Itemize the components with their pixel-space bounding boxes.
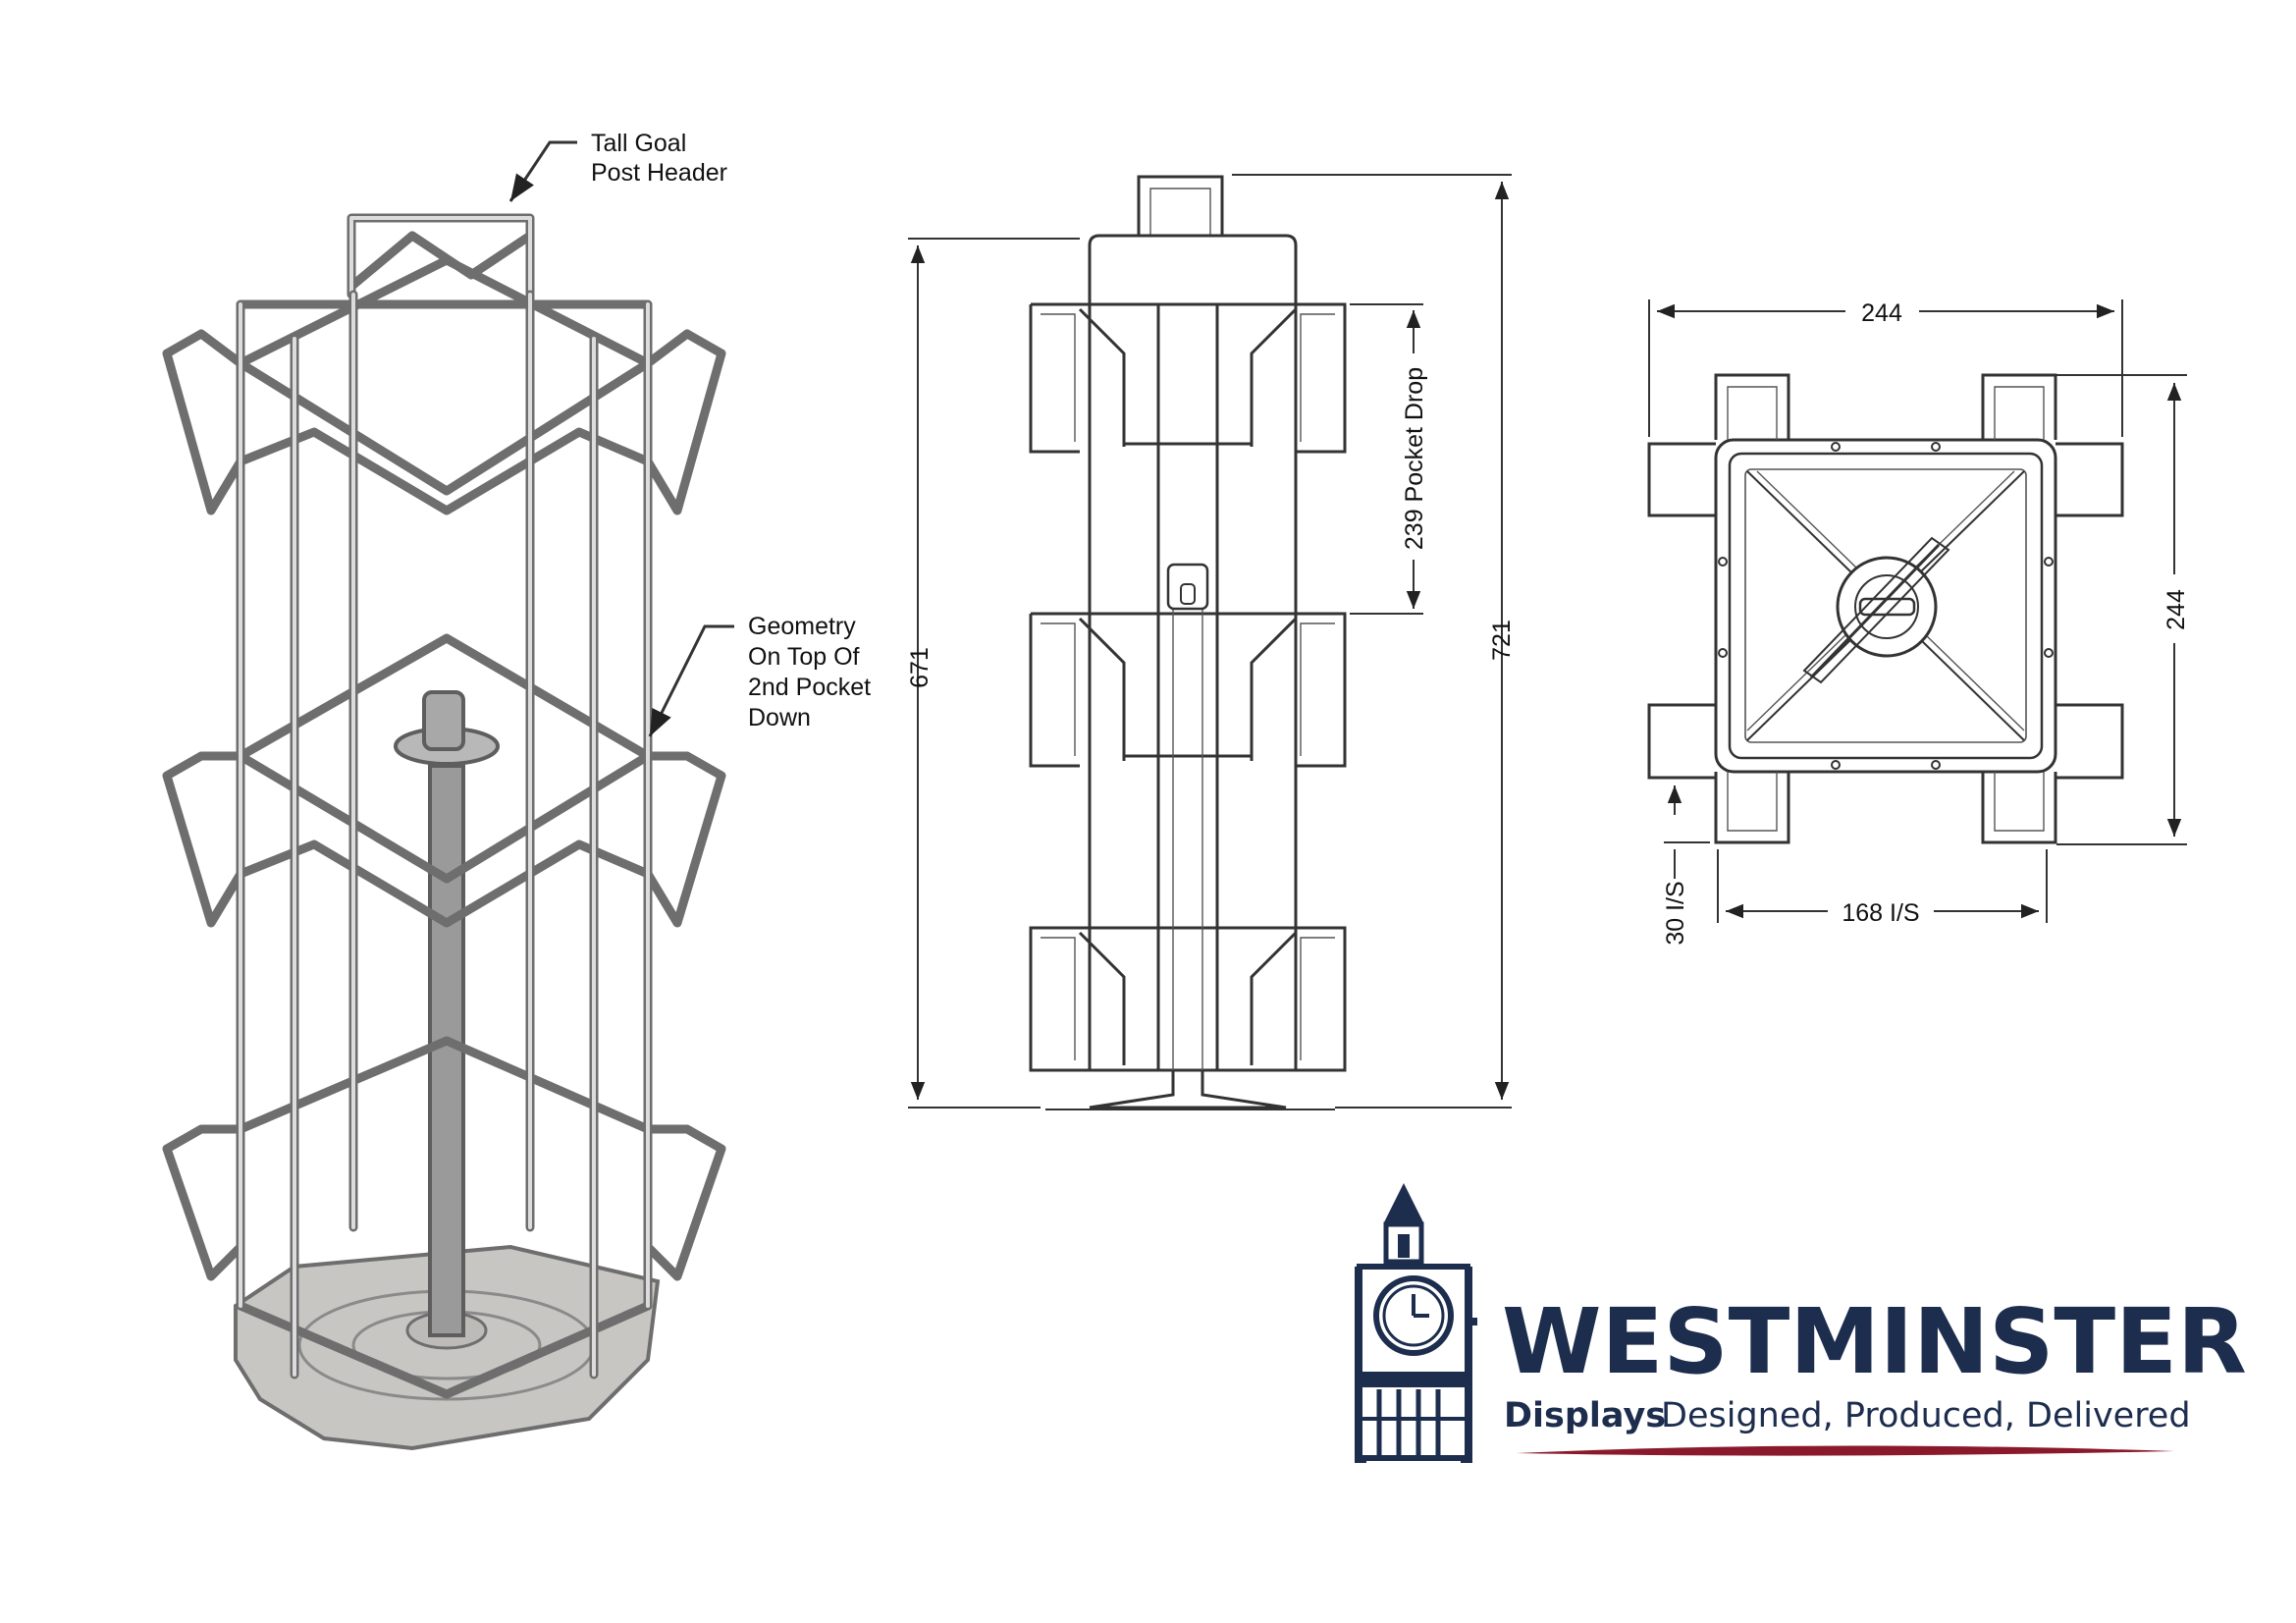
dim-front-height-label: 671: [906, 647, 934, 688]
dim-plan-depth: 244: [2056, 374, 2190, 845]
dim-overall-height-label: 721: [1488, 620, 1516, 661]
dim-side-spacing: 30 I/S: [1662, 777, 1710, 946]
dim-overall-height: 721: [1232, 174, 1516, 1109]
dim-pocket-drop-label: 239 Pocket Drop: [1401, 367, 1428, 550]
vertical-uprights: [236, 290, 653, 1380]
callout-geometry-line-4: Down: [748, 704, 811, 731]
westminster-logo: WESTMINSTER Displays Designed, Produced,…: [1355, 1183, 2247, 1463]
plan-pockets: [1647, 373, 2124, 844]
dim-plan-width-label: 244: [1861, 299, 1902, 327]
dim-side-spacing-label: 30 I/S: [1662, 881, 1689, 945]
front-elevation: 671 721 239 Pocket Drop: [906, 174, 1516, 1110]
callout-geometry-line-3: 2nd Pocket: [748, 674, 871, 701]
dim-plan-width: 244: [1648, 299, 2123, 437]
dim-inner-spacing-label: 168 I/S: [1842, 899, 1919, 927]
callout-geometry-line-1: Geometry: [748, 613, 856, 640]
isometric-view: Tall Goal Post Header Geometry On Top Of…: [162, 130, 871, 1451]
big-ben-icon: [1355, 1183, 1477, 1463]
plan-view: 244 244 168 I/S 30 I/S: [1647, 299, 2190, 946]
callout-header: Tall Goal Post Header: [508, 130, 727, 202]
front-tiers: [1029, 302, 1347, 1072]
dim-plan-depth-label: 244: [2163, 589, 2190, 630]
goal-post-header: [347, 213, 535, 299]
logo-tagline: Designed, Produced, Delivered: [1661, 1396, 2191, 1435]
logo-brand: WESTMINSTER: [1502, 1289, 2247, 1394]
central-pole: [428, 764, 465, 1337]
callout-header-line-1: Tall Goal: [591, 130, 686, 157]
callout-geometry-line-2: On Top Of: [748, 643, 860, 671]
logo-underline: [1517, 1445, 2174, 1456]
dim-inner-spacing: 168 I/S: [1717, 849, 2048, 927]
callout-geometry: Geometry On Top Of 2nd Pocket Down: [648, 613, 871, 737]
logo-brand-sub: Displays: [1504, 1396, 1666, 1435]
plan-holes: [1718, 442, 2054, 770]
dim-front-height: 671: [906, 238, 1080, 1109]
dim-pocket-drop: 239 Pocket Drop: [1350, 303, 1428, 615]
callout-header-line-2: Post Header: [591, 159, 727, 187]
